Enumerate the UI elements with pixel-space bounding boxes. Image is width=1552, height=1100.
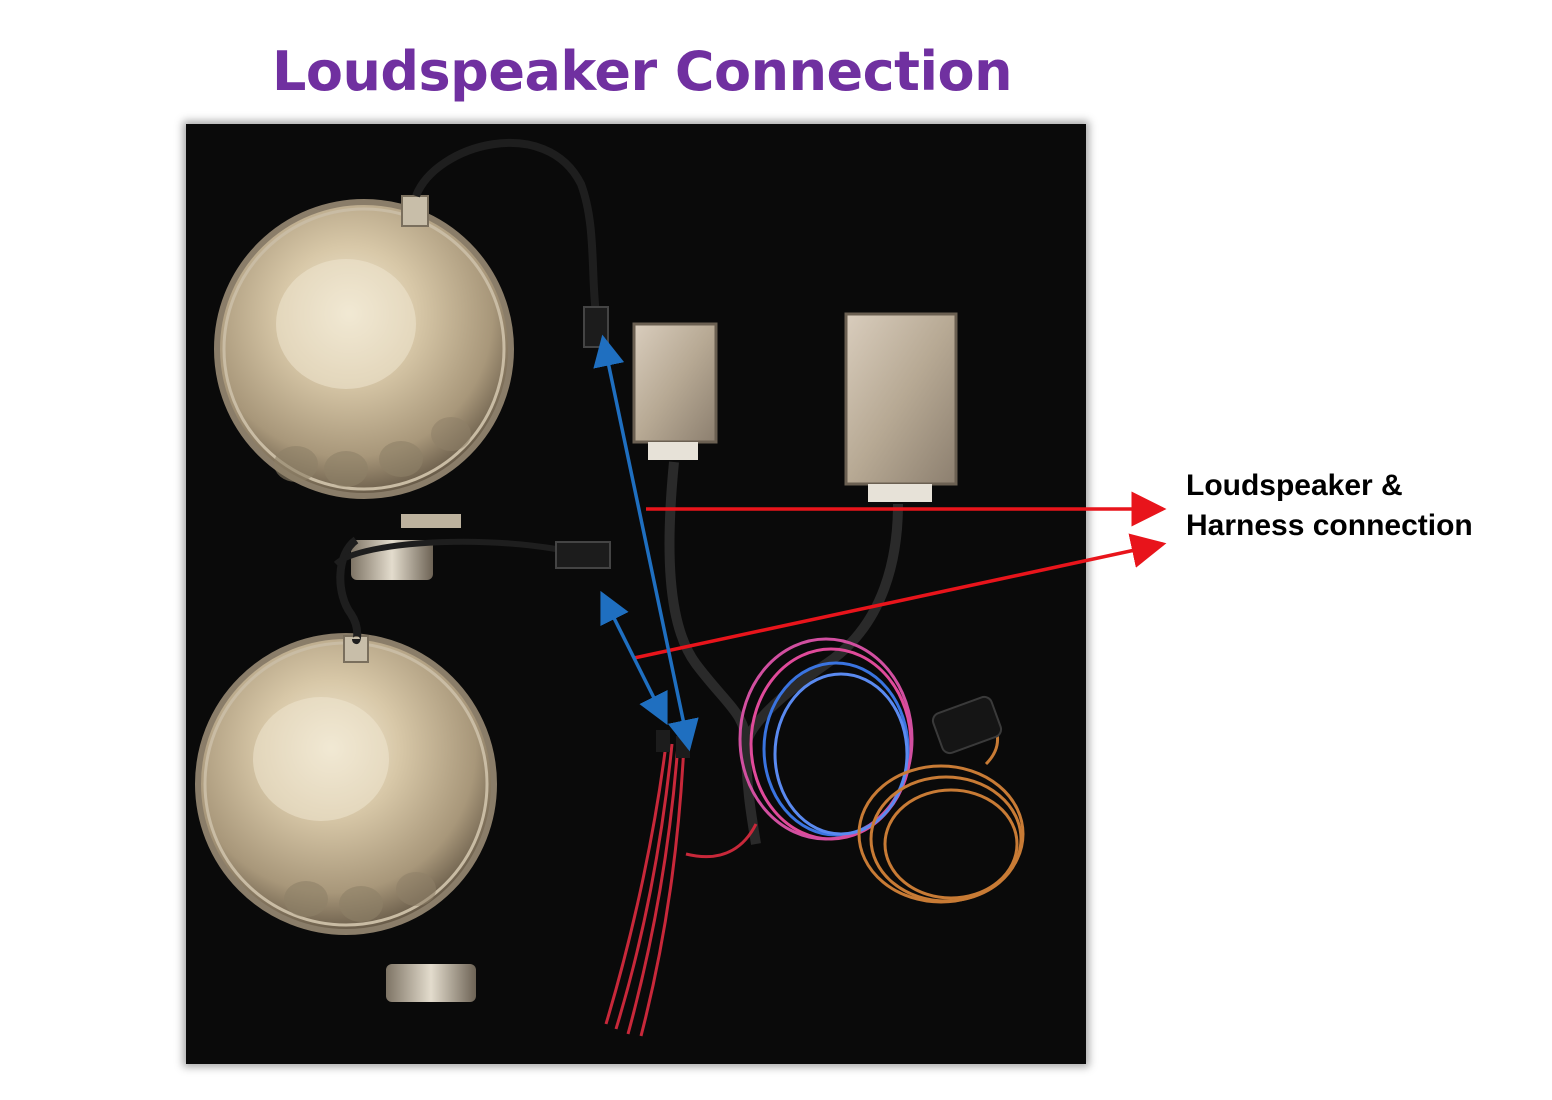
control-module-large [844, 312, 958, 502]
lower-speaker [195, 633, 497, 1002]
power-cables [604, 743, 758, 1037]
blue-arrow-long [593, 334, 699, 752]
page-title: Loudspeaker Connection [271, 40, 1013, 103]
connection-callout: Loudspeaker & Harness connection [1186, 466, 1473, 546]
photo-illustration [195, 139, 1025, 1037]
harness-coil [738, 637, 914, 841]
red-arrow-lower [633, 533, 1167, 660]
callout-line-1: Loudspeaker & [1186, 469, 1403, 502]
blue-arrow-short [600, 590, 668, 726]
callout-line-2: Harness connection [1186, 509, 1473, 542]
upper-speaker [214, 195, 514, 580]
